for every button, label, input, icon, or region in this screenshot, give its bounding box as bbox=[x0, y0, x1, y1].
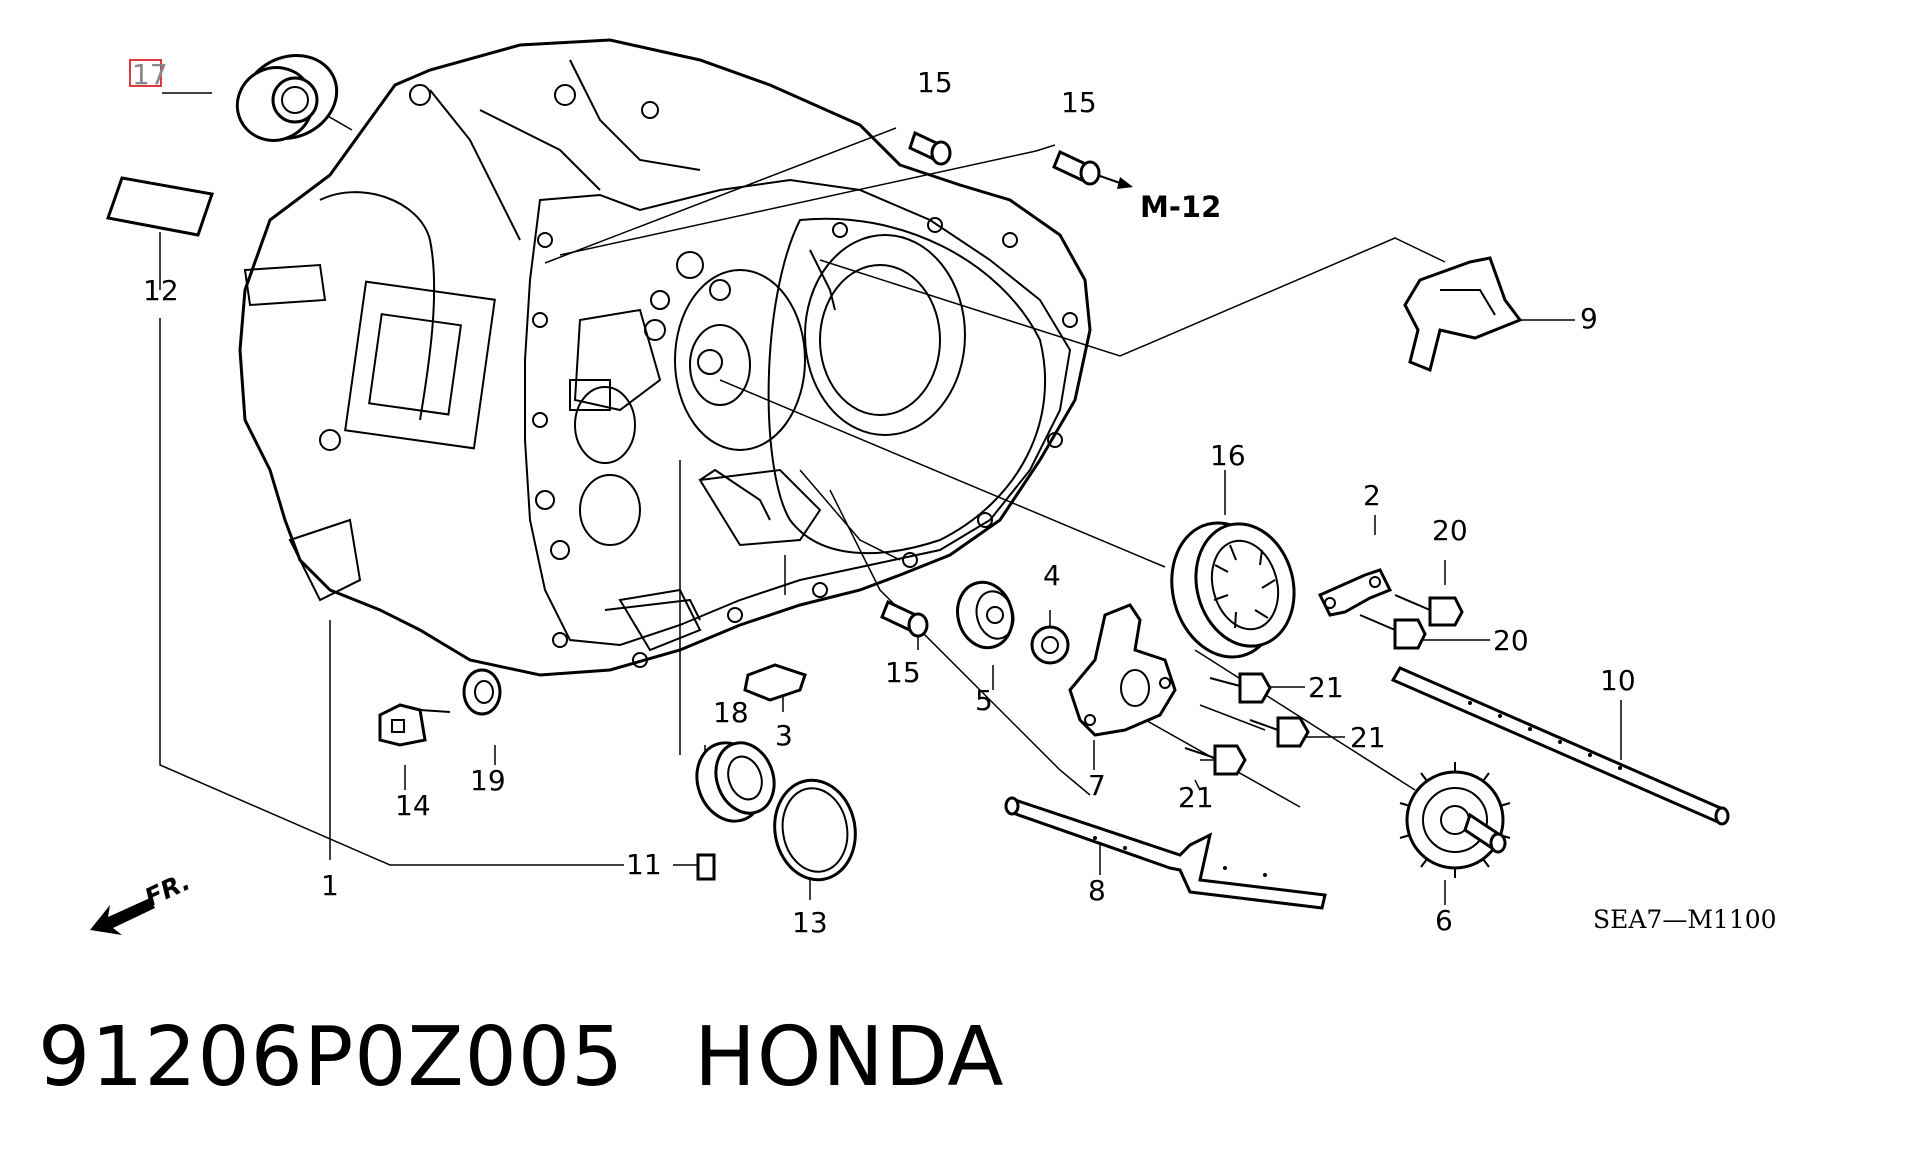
part-15-dowel-pin-b[interactable] bbox=[1052, 149, 1133, 189]
highlight-box-17 bbox=[129, 59, 162, 87]
front-direction-arrow: FR. bbox=[90, 867, 194, 935]
part-20-bolt-b[interactable] bbox=[1359, 614, 1427, 650]
callout-12: 12 bbox=[143, 274, 179, 307]
part-18-ball-bearing[interactable] bbox=[686, 733, 783, 830]
callout-5: 5 bbox=[975, 684, 993, 717]
callout-13: 13 bbox=[792, 906, 828, 939]
part-15-dowel-pin-c[interactable] bbox=[880, 599, 929, 638]
front-label: FR. bbox=[140, 867, 194, 913]
part-number: 91206P0Z005 bbox=[38, 1010, 625, 1105]
callout-10: 10 bbox=[1600, 664, 1636, 697]
callout-20-a: 20 bbox=[1432, 514, 1468, 547]
part-11-plug[interactable] bbox=[696, 853, 716, 881]
part-8-shift-rod[interactable] bbox=[1004, 796, 1327, 910]
part-2-detent-plate[interactable] bbox=[1317, 568, 1393, 617]
part-3-magnet[interactable] bbox=[743, 663, 807, 702]
part-5-reverse-gear[interactable] bbox=[950, 576, 1019, 654]
callout-16: 16 bbox=[1210, 439, 1246, 472]
part-10-shift-shaft[interactable] bbox=[1390, 666, 1730, 826]
callout-1: 1 bbox=[321, 869, 339, 902]
callout-4: 4 bbox=[1043, 559, 1061, 592]
callout-11: 11 bbox=[626, 848, 662, 881]
callout-9: 9 bbox=[1580, 302, 1598, 335]
callout-2: 2 bbox=[1363, 479, 1381, 512]
part-17-oil-seal[interactable] bbox=[225, 40, 350, 153]
callout-7: 7 bbox=[1088, 769, 1106, 802]
reference-m12[interactable]: M-12 bbox=[1140, 190, 1221, 224]
part-21-bolt-c[interactable] bbox=[1184, 744, 1247, 776]
drawing-code: SEA7—M1100 bbox=[1593, 905, 1777, 934]
part-15-dowel-pin-a[interactable] bbox=[908, 130, 952, 166]
callout-19: 19 bbox=[470, 764, 506, 797]
part-7-shift-arm-plate[interactable] bbox=[1068, 603, 1177, 737]
callout-8: 8 bbox=[1088, 874, 1106, 907]
part-14-drain-bolt[interactable] bbox=[378, 703, 451, 747]
callout-15-c: 15 bbox=[885, 656, 921, 689]
part-4-small-gear[interactable] bbox=[1030, 625, 1070, 665]
callout-15-a: 15 bbox=[917, 66, 953, 99]
part-21-bolt-b[interactable] bbox=[1249, 716, 1310, 748]
callout-21-b: 21 bbox=[1350, 721, 1386, 754]
caption: 91206P0Z005 HONDA bbox=[38, 1010, 1005, 1105]
callout-17: 17 bbox=[132, 58, 168, 91]
callout-labels: 1 2 3 4 5 6 7 8 9 10 11 12 13 14 15 15 1… bbox=[132, 58, 1636, 939]
part-20-bolt-a[interactable] bbox=[1394, 594, 1464, 627]
callout-21-c: 21 bbox=[1178, 781, 1214, 814]
callout-14: 14 bbox=[395, 789, 431, 822]
brand-name: HONDA bbox=[694, 1010, 1005, 1105]
callout-3: 3 bbox=[775, 719, 793, 752]
part-19-washer[interactable] bbox=[462, 668, 502, 716]
part-12-label-plate[interactable] bbox=[106, 176, 214, 237]
part-9-bracket[interactable] bbox=[1403, 256, 1523, 373]
part-16-roller-bearing[interactable] bbox=[1157, 511, 1307, 669]
callout-20-b: 20 bbox=[1493, 624, 1529, 657]
transmission-housing bbox=[238, 38, 1092, 677]
callout-18: 18 bbox=[713, 696, 749, 729]
callout-21-a: 21 bbox=[1308, 671, 1344, 704]
part-6-speedometer-gear[interactable] bbox=[1399, 762, 1511, 878]
part-21-bolt-a[interactable] bbox=[1209, 672, 1272, 704]
callout-6: 6 bbox=[1435, 904, 1453, 937]
part-13-o-ring[interactable] bbox=[767, 774, 863, 886]
callout-15-b: 15 bbox=[1061, 86, 1097, 119]
